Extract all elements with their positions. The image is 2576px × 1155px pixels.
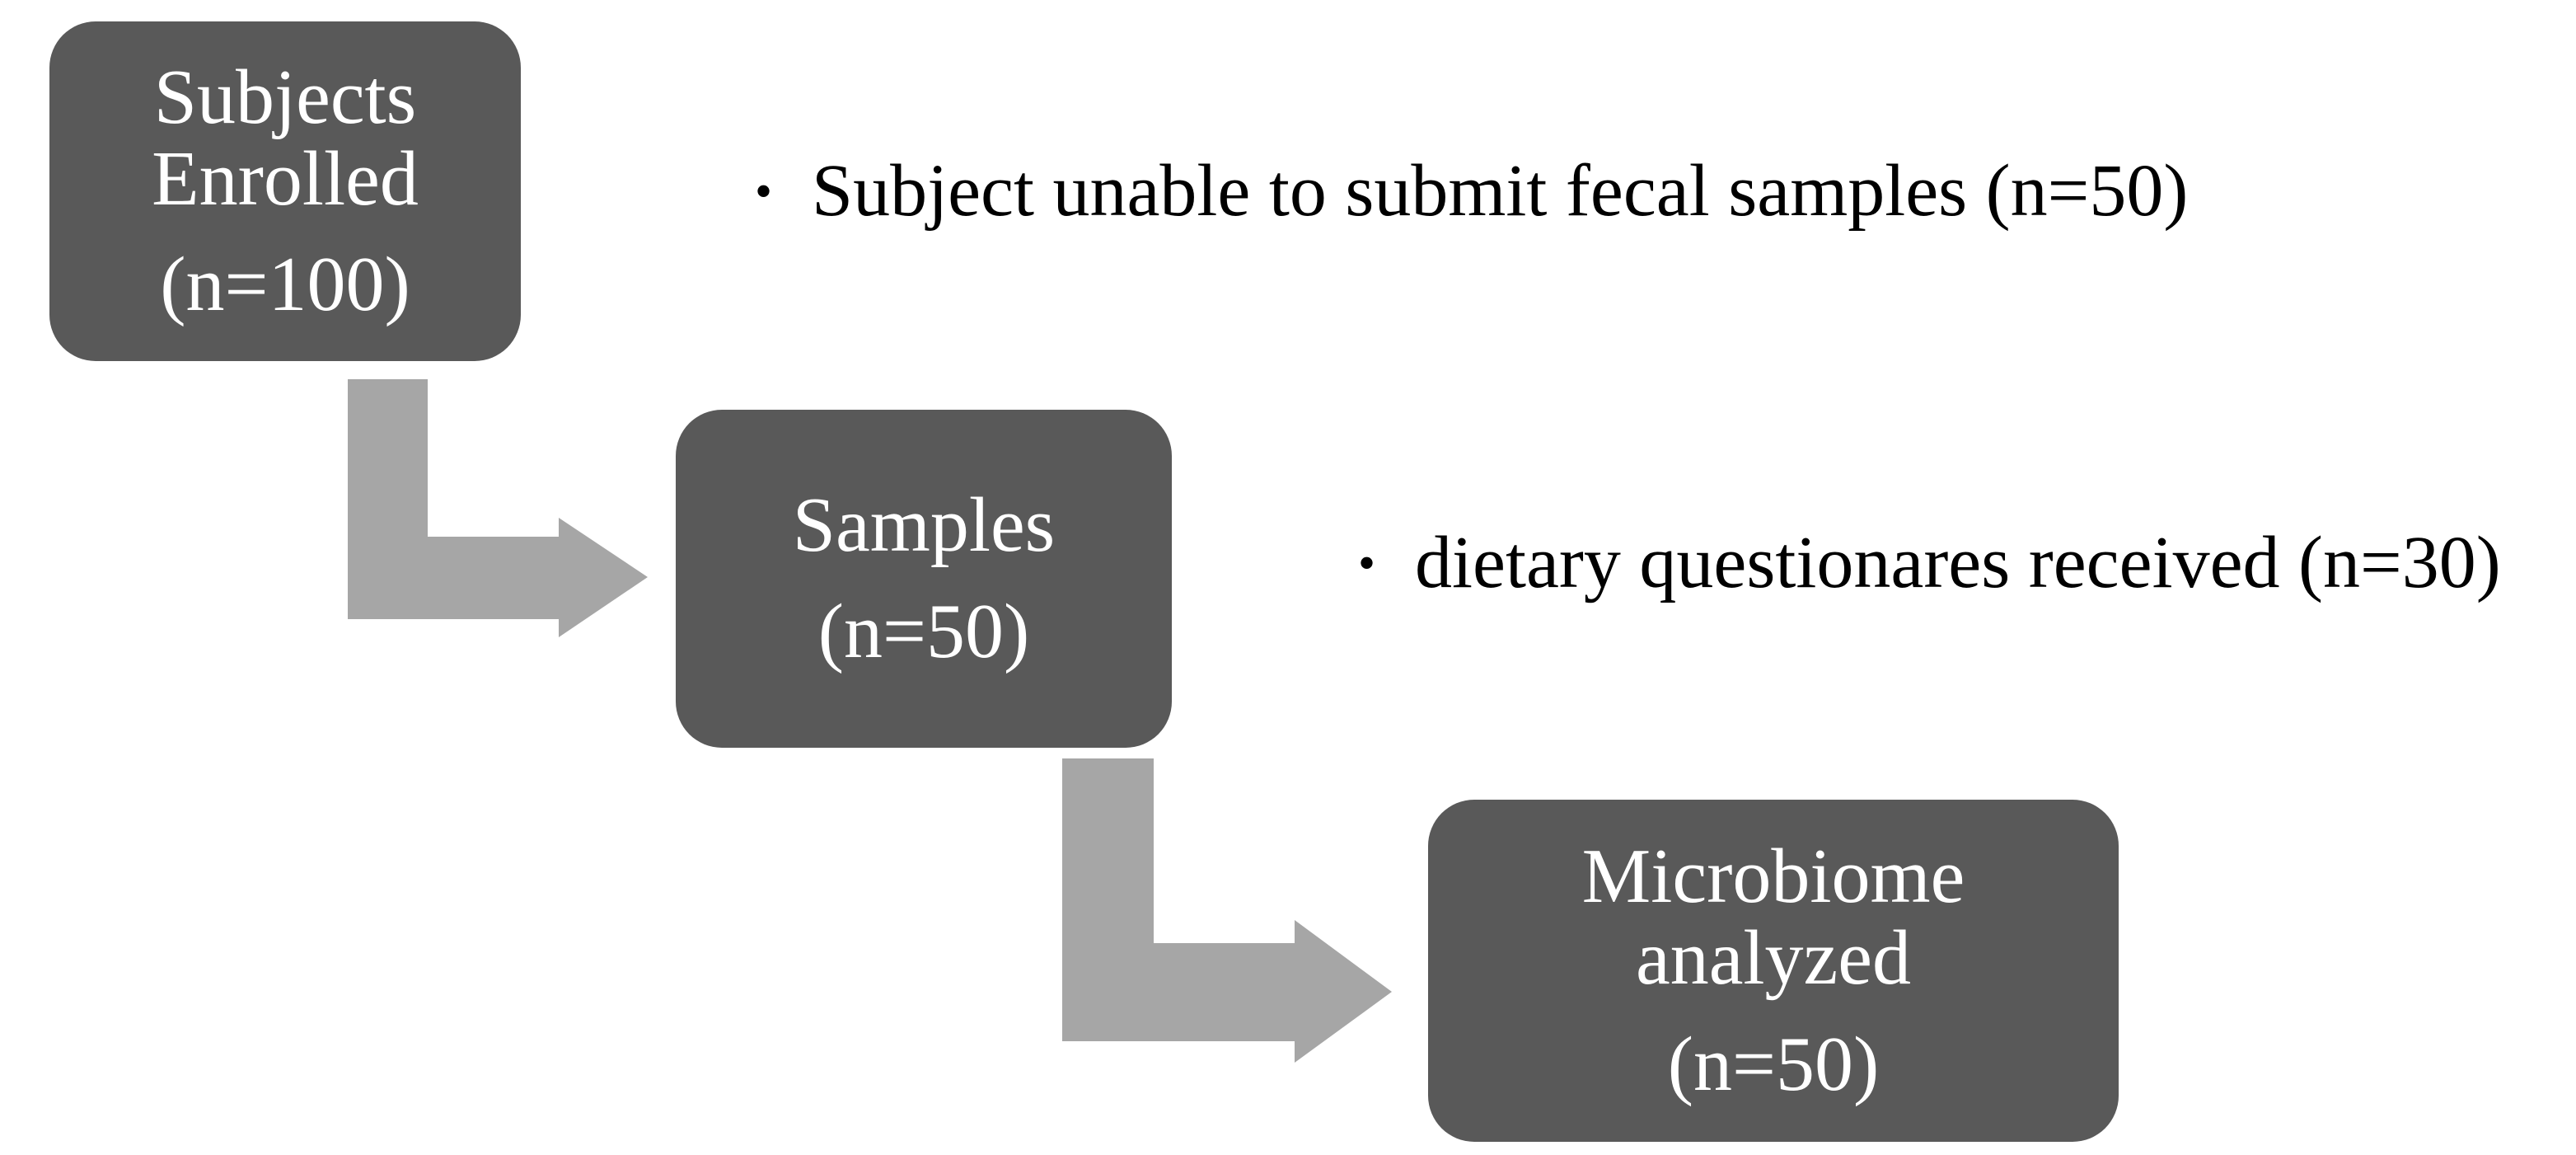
node-title-line: Microbiome [1581,833,1965,920]
elbow-arrow-icon-samples-to-microbiome [1062,758,1392,1063]
bullet-marker-icon: • [1358,536,1376,590]
bullet-marker-icon: • [755,164,773,218]
bullet-item-dietary-questionnaires: • dietary questionares received (n=30) [1358,519,2501,608]
bullet-text: dietary questionares received (n=30) [1415,522,2501,603]
node-count: (n=100) [160,242,410,328]
node-title-line: Subjects [153,54,417,140]
node-subjects-enrolled: Subjects Enrolled (n=100) [49,21,521,361]
node-samples: Samples (n=50) [676,410,1172,748]
node-title-line: Enrolled [152,135,419,222]
node-title-line: analyzed [1635,915,1911,1002]
bullet-text: Subject unable to submit fecal samples (… [812,150,2189,232]
elbow-arrow-icon-subjects-to-samples [348,379,648,637]
node-count: (n=50) [817,589,1030,674]
node-title-line: Samples [792,482,1056,569]
bullet-item-excluded-fecal-samples: • Subject unable to submit fecal samples… [755,147,2188,236]
node-microbiome-analyzed: Microbiome analyzed (n=50) [1428,800,2119,1142]
node-count: (n=50) [1667,1021,1880,1107]
